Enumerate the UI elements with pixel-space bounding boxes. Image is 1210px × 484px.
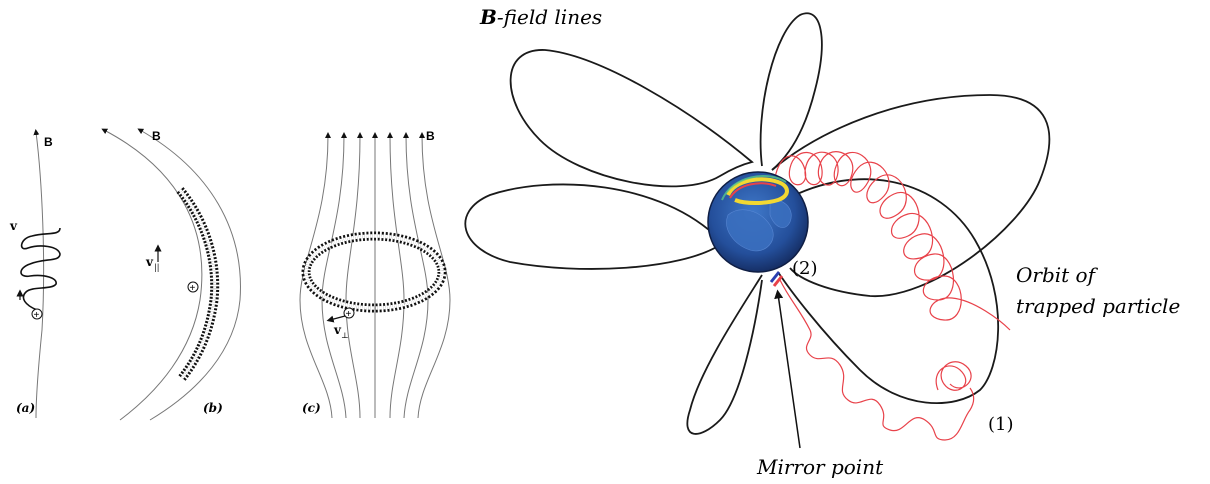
b-label-b: B (152, 129, 161, 143)
plus-b: + (190, 283, 196, 294)
caption-c: (c) (302, 401, 321, 415)
mirror-spike-red (772, 275, 784, 287)
v-parallel-sub: || (154, 263, 159, 272)
v-parallel-label: v (145, 255, 154, 269)
label-1: (1) (988, 414, 1014, 435)
loop-left (464, 183, 721, 270)
charge-c (343, 307, 355, 319)
field-line-b-inner (101, 128, 203, 421)
field-line-b-outer (137, 128, 241, 421)
charge-b (187, 281, 199, 293)
v-perp-arrow (326, 315, 346, 323)
aurora-oval-outer (721, 175, 787, 201)
aurora-oval (726, 177, 789, 205)
loop-bottom-left (686, 274, 763, 435)
orbit-label-line2: trapped particle (1016, 294, 1180, 318)
trapped-particle-orbit (774, 151, 1011, 441)
v-perp-sub: ⊥ (341, 331, 349, 340)
field-line-a (33, 129, 45, 419)
field-line-loops (464, 12, 1051, 435)
panel-b: B + v || (b) (101, 128, 241, 421)
orbit-label-line1: Orbit of (1016, 263, 1099, 287)
v-label-a: v (9, 219, 18, 233)
gyration-band-b-inner (178, 189, 217, 379)
mirror-point-arrow (774, 289, 801, 449)
label-2: (2) (792, 258, 818, 279)
loop-upper-left (509, 49, 754, 188)
gyration-ring-c-inner (304, 234, 444, 310)
field-lines-c (299, 132, 451, 419)
title-rest: -field lines (497, 5, 602, 29)
title-bold: B (479, 5, 497, 29)
title-b-field-lines: B-field lines (479, 5, 602, 29)
plus-c: + (346, 309, 352, 320)
b-label-c: B (426, 129, 435, 143)
caption-a: (a) (16, 401, 35, 415)
loop-bottom-right (777, 178, 1000, 405)
earth-panel: B-field lines (2) (464, 5, 1180, 479)
v-perp-label: v (333, 323, 342, 337)
loop-top (759, 12, 823, 171)
aurora-oval-glow (729, 182, 777, 199)
mirror-point-label: Mirror point (756, 455, 884, 479)
b-label-a: B (44, 135, 53, 149)
earth-continents (726, 199, 792, 252)
gyration-ring-c (301, 231, 447, 313)
panel-c: B + v ⊥ (c) (299, 129, 451, 419)
helix-a (20, 227, 61, 311)
panel-a: B + v (a) (9, 129, 61, 419)
mirror-spike (769, 271, 781, 283)
charge-a (31, 308, 43, 320)
plus-a: + (34, 310, 40, 321)
loop-right (771, 94, 1051, 297)
caption-b: (b) (203, 401, 223, 415)
